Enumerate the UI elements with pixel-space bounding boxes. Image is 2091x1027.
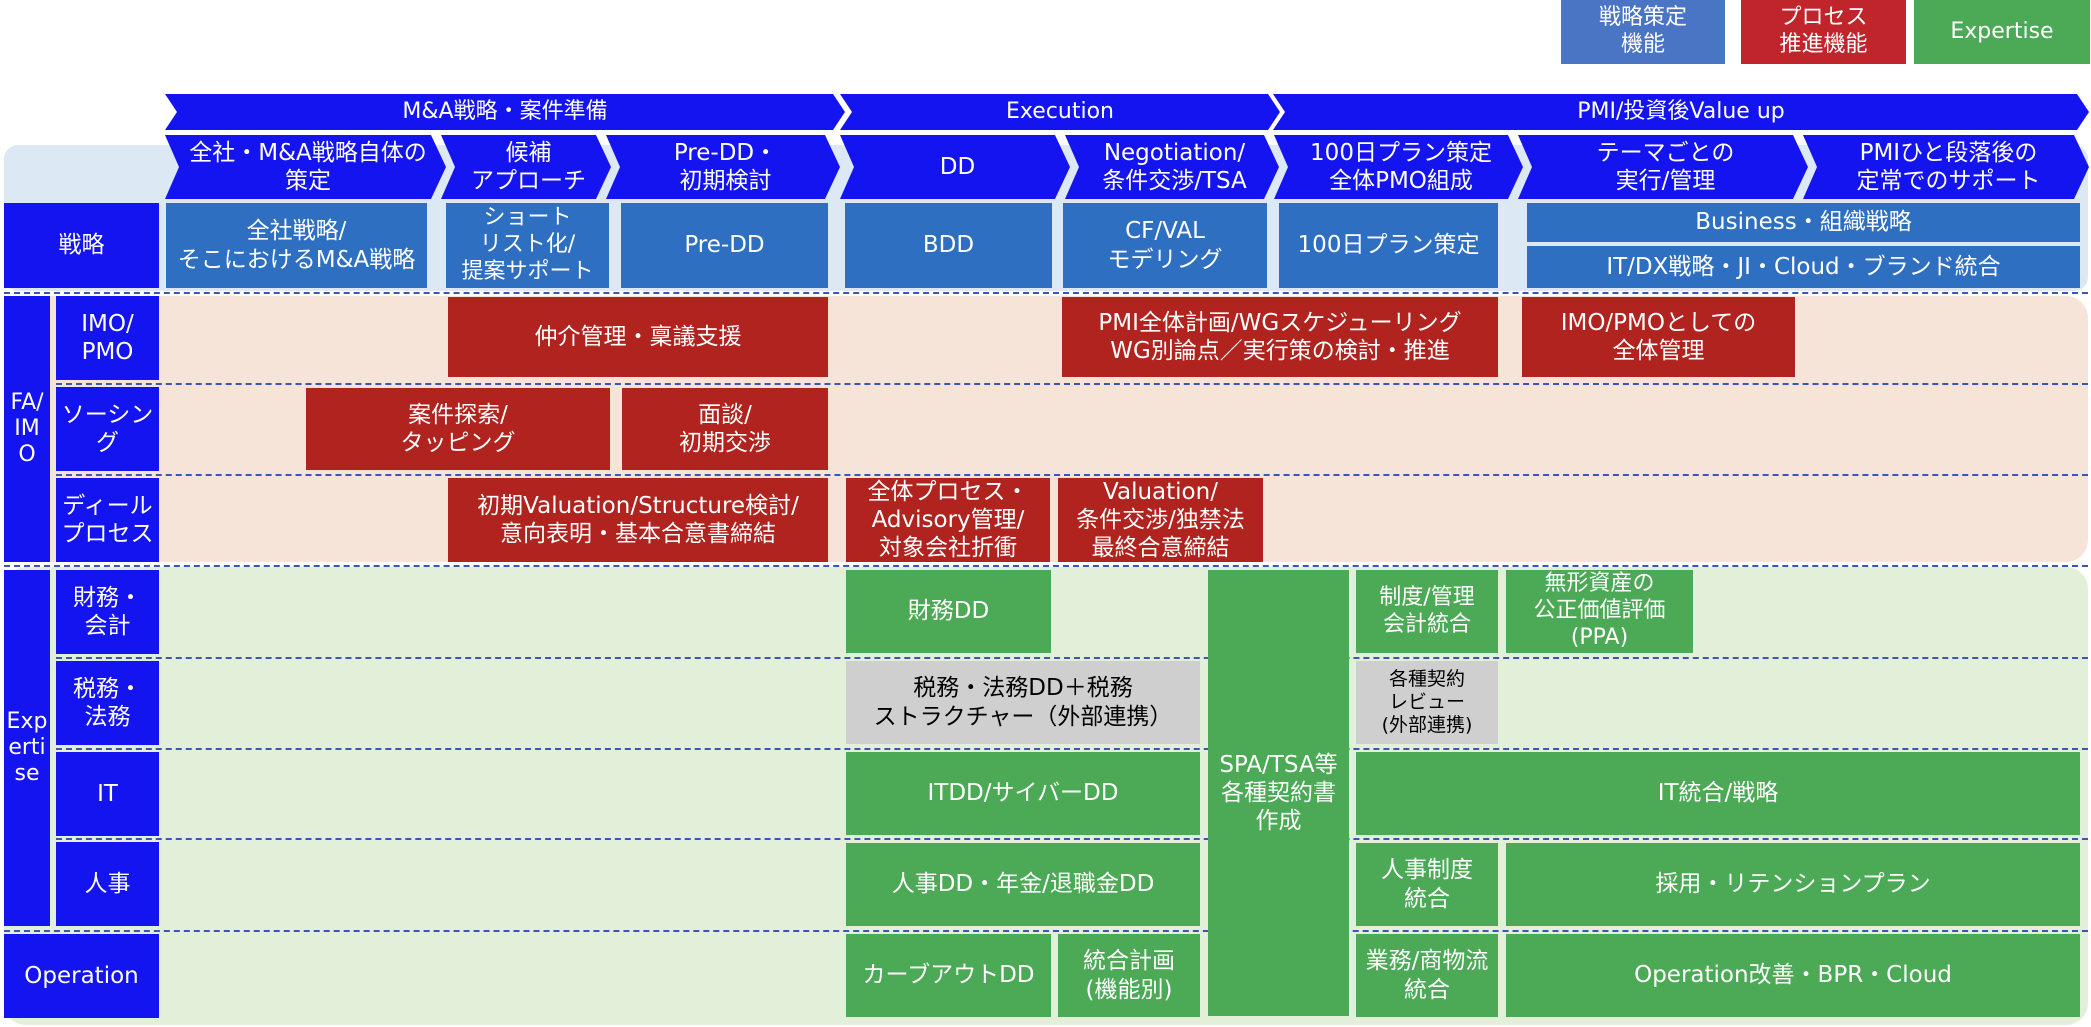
it-cell-it-integration: IT統合/戦略	[1356, 752, 2080, 835]
row-header-hr: 人事	[56, 842, 159, 926]
row-header-deal-process: ディール プロセス	[56, 478, 159, 562]
strategy-cell-business: Business・組織戦略	[1527, 203, 2080, 242]
operation-cell-logistics-integration: 業務/商物流 統合	[1356, 934, 1498, 1017]
strategy-cell-bdd: BDD	[845, 203, 1052, 288]
deal-cell-valuation-negotiation: Valuation/ 条件交渉/独禁法 最終合意締結	[1058, 478, 1263, 562]
step-8-label: PMIひと段落後の 定常でのサポート	[1856, 139, 2041, 194]
sourcing-cell-tapping: 案件探索/ タッピング	[306, 388, 610, 470]
separator-3	[56, 474, 2088, 476]
strategy-cell-shortlist: ショート リスト化/ 提案サポート	[446, 203, 609, 288]
imo-cell-pmi-plan: PMI全体計画/WGスケジューリング WG別論点／実行策の検討・推進	[1062, 297, 1498, 377]
imo-cell-overall-mgmt: IMO/PMOとしての 全体管理	[1522, 297, 1795, 377]
hr-cell-hr-dd: 人事DD・年金/退職金DD	[846, 843, 1200, 926]
step-1-arrow	[165, 135, 446, 199]
legend-strategy: 戦略策定 機能	[1561, 0, 1725, 64]
step-3-label: Pre-DD・ 初期検討	[673, 139, 778, 194]
sourcing-cell-interview: 面談/ 初期交渉	[622, 388, 828, 470]
finance-cell-ppa: 無形資産の 公正価値評価 (PPA)	[1506, 570, 1693, 653]
operation-cell-carveout-dd: カーブアウトDD	[846, 934, 1051, 1017]
row-header-finance: 財務・ 会計	[56, 570, 159, 654]
step-5-label: Negotiation/ 条件交渉/TSA	[1102, 139, 1247, 194]
finance-cell-financial-dd: 財務DD	[846, 570, 1051, 653]
phase-execution-arrow	[840, 94, 1280, 130]
separator-8	[4, 930, 2088, 932]
step-2-label: 候補 アプローチ	[471, 139, 586, 194]
strategy-cell-100day: 100日プラン策定	[1279, 203, 1498, 288]
step-8-arrow	[1803, 135, 2089, 199]
phase-ma-arrow	[165, 94, 845, 130]
row-header-it: IT	[56, 752, 159, 836]
strategy-cell-cf-val: CF/VAL モデリング	[1063, 203, 1267, 288]
step-2-arrow	[441, 135, 611, 199]
separator-1	[4, 292, 2088, 294]
separator-7	[56, 838, 2088, 840]
legend-process: プロセス 推進機能	[1741, 0, 1906, 64]
row-header-expertise: Exp erti se	[4, 570, 50, 926]
deal-cell-initial-valuation: 初期Valuation/Structure検討/ 意向表明・基本合意書締結	[448, 478, 828, 562]
tax-cell-tax-legal-dd: 税務・法務DD＋税務 ストラクチャー（外部連携）	[846, 661, 1200, 744]
row-header-strategy: 戦略	[4, 203, 159, 288]
step-7-label: テーマごとの 実行/管理	[1596, 139, 1735, 194]
phase-pmi-arrow	[1273, 94, 2089, 130]
step-3-arrow	[606, 135, 840, 199]
strategy-cell-company-strategy: 全社戦略/ そこにおけるM&A戦略	[166, 203, 427, 288]
row-header-imo-pmo: IMO/ PMO	[56, 296, 159, 380]
it-cell-itdd: ITDD/サイバーDD	[846, 752, 1200, 835]
operation-cell-bpr: Operation改善・BPR・Cloud	[1506, 934, 2080, 1017]
separator-6	[56, 748, 2088, 750]
spa-tsa-contract-cell: SPA/TSA等 各種契約書 作成	[1208, 570, 1349, 1016]
imo-cell-broker-mgmt: 仲介管理・稟議支援	[448, 297, 828, 377]
finance-cell-accounting-integration: 制度/管理 会計統合	[1356, 570, 1498, 653]
separator-4	[4, 565, 2088, 567]
operation-cell-integration-plan: 統合計画 (機能別)	[1058, 934, 1200, 1017]
step-4-arrow	[840, 135, 1070, 199]
step-6-label: 100日プラン策定 全体PMO組成	[1310, 139, 1492, 194]
row-header-operation: Operation	[4, 934, 159, 1018]
row-header-fa-imo: FA/ IM O	[4, 296, 50, 562]
step-6-arrow	[1274, 135, 1523, 199]
separator-5	[56, 657, 2088, 659]
hr-cell-hr-system-integration: 人事制度 統合	[1356, 843, 1498, 926]
hr-cell-retention-plan: 採用・リテンションプラン	[1506, 843, 2080, 926]
legend-expertise: Expertise	[1914, 0, 2090, 64]
phase-ma-label: M&A戦略・案件準備	[402, 98, 608, 124]
strategy-cell-pre-dd: Pre-DD	[621, 203, 828, 288]
deal-cell-process-advisory: 全体プロセス・ Advisory管理/ 対象会社折衝	[846, 478, 1050, 562]
step-7-arrow	[1518, 135, 1808, 199]
strategy-cell-it-dx: IT/DX戦略・JI・Cloud・ブランド統合	[1527, 246, 2080, 288]
step-4-label: DD	[939, 153, 976, 180]
tax-cell-contract-review: 各種契約 レビュー (外部連携)	[1356, 661, 1498, 744]
row-header-tax-legal: 税務・ 法務	[56, 661, 159, 745]
row-header-sourcing: ソーシン グ	[56, 387, 159, 471]
phase-execution-label: Execution	[1006, 98, 1114, 124]
step-1-label: 全社・M&A戦略自体の 策定	[189, 139, 427, 194]
step-5-arrow	[1065, 135, 1279, 199]
separator-2	[56, 383, 2088, 385]
phase-pmi-label: PMI/投資後Value up	[1577, 98, 1785, 124]
